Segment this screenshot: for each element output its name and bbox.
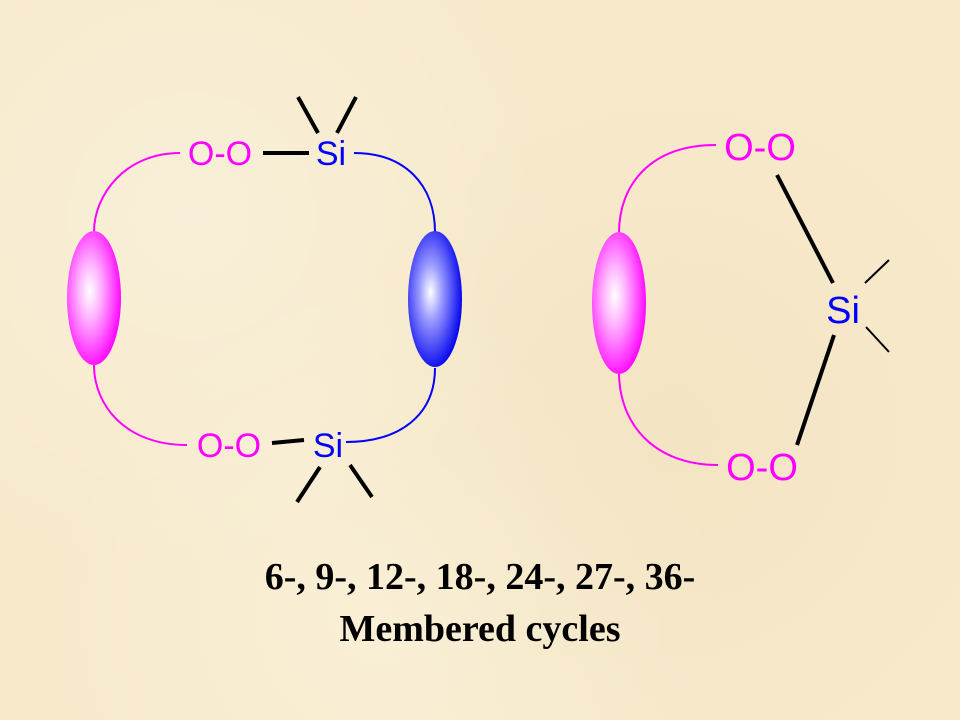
blue-ellipse	[408, 231, 462, 367]
left-top-si-label: Si	[316, 135, 346, 173]
left-top-methyl-bond-1	[296, 96, 320, 134]
left-top-magenta-linker	[93, 152, 181, 233]
right-macrocycle: O-O Si O-O	[592, 127, 890, 489]
left-bottom-o-si-bond	[271, 438, 305, 445]
left-bottom-oo-label: O-O	[197, 427, 261, 465]
magenta-ellipse-left	[67, 231, 121, 365]
left-top-oo-label: O-O	[188, 135, 252, 173]
left-top-blue-linker	[353, 152, 436, 233]
right-bottom-oo-label: O-O	[726, 447, 798, 489]
left-bottom-blue-linker	[345, 367, 436, 443]
right-top-oo-label: O-O	[724, 127, 796, 169]
left-bottom-si-label: Si	[313, 427, 343, 465]
right-bottom-si-o-bond	[795, 334, 836, 446]
right-top-magenta-linker	[618, 144, 717, 234]
caption-line-2: Membered cycles	[339, 608, 621, 650]
left-top-methyl-bond-2	[335, 96, 358, 134]
left-bottom-magenta-linker	[93, 364, 188, 446]
right-methyl-bond-2	[865, 326, 890, 353]
right-si-label: Si	[826, 290, 860, 332]
magenta-ellipse-right	[592, 232, 646, 374]
right-bottom-magenta-linker	[618, 371, 719, 466]
caption-line-1: 6-, 9-, 12-, 18-, 24-, 27-, 36-	[264, 556, 696, 598]
right-methyl-bond-1	[864, 259, 890, 284]
left-bottom-methyl-bond-1	[295, 465, 322, 504]
left-macrocycle: O-O Si O-O Si	[67, 96, 462, 504]
left-bottom-methyl-bond-2	[348, 463, 374, 499]
right-top-o-si-bond	[775, 174, 835, 284]
